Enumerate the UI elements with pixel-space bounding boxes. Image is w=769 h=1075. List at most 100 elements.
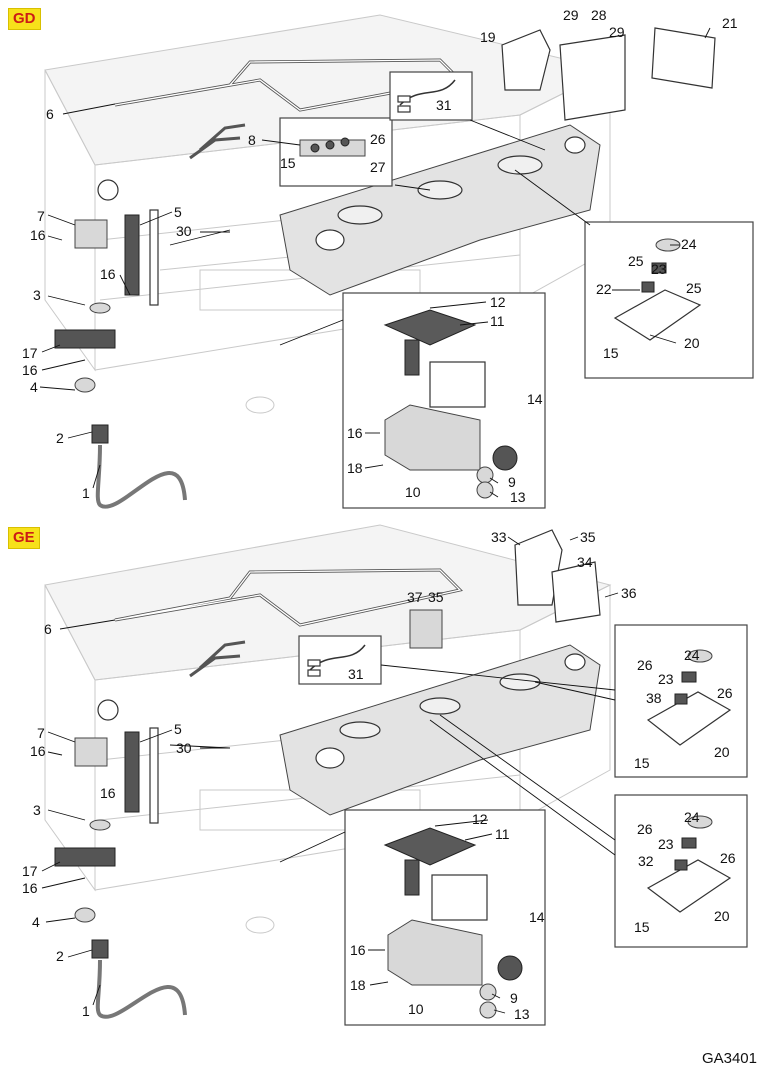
section-ge-drawing: 6 7 16 5 30 16 3 17 16 4 2 1 31 33 35 34… bbox=[22, 524, 748, 1026]
callout-16b: 16 bbox=[100, 785, 116, 801]
callout-6: 6 bbox=[46, 106, 54, 122]
thermostat-assembly-ge bbox=[54, 699, 187, 1019]
callout-17: 17 bbox=[22, 863, 38, 879]
callout-24: 24 bbox=[681, 236, 697, 252]
callout-9: 9 bbox=[510, 990, 518, 1006]
callout-15a: 15 bbox=[634, 755, 650, 771]
callout-12: 12 bbox=[490, 294, 506, 310]
callout-25b: 25 bbox=[686, 280, 702, 296]
callout-31: 31 bbox=[436, 97, 452, 113]
callout-14: 14 bbox=[529, 909, 545, 925]
callout-16d: 16 bbox=[347, 425, 363, 441]
callout-7: 7 bbox=[37, 208, 45, 224]
callout-33: 33 bbox=[491, 529, 507, 545]
callout-7: 7 bbox=[37, 725, 45, 741]
callout-9: 9 bbox=[508, 474, 516, 490]
callout-26b: 26 bbox=[717, 685, 733, 701]
inset-switch-bracket-gd bbox=[584, 221, 754, 379]
inset-cable-31-ge bbox=[298, 635, 382, 685]
inset-switch-bracket-ge-1 bbox=[614, 624, 748, 778]
callout-14: 14 bbox=[527, 391, 543, 407]
callout-3: 3 bbox=[33, 287, 41, 303]
document-code: GA3401 bbox=[701, 1050, 757, 1067]
callout-11: 11 bbox=[495, 826, 510, 842]
callout-31: 31 bbox=[348, 666, 364, 682]
callout-27: 27 bbox=[370, 159, 386, 175]
callout-30: 30 bbox=[176, 223, 192, 239]
inset-switch-bracket-ge-2 bbox=[614, 794, 748, 948]
section-tag-ge: GE bbox=[8, 527, 40, 549]
callout-15b: 15 bbox=[603, 345, 619, 361]
callouts-ge: 6 7 16 5 30 16 3 17 16 4 2 1 31 33 35 34… bbox=[22, 529, 736, 1022]
callout-26c: 26 bbox=[637, 821, 653, 837]
callout-30: 30 bbox=[176, 740, 192, 756]
callout-15: 15 bbox=[280, 155, 296, 171]
callout-4: 4 bbox=[32, 914, 40, 930]
connection-lines-ge bbox=[169, 664, 616, 863]
callout-5: 5 bbox=[174, 204, 182, 220]
callout-24b: 24 bbox=[684, 809, 700, 825]
group-housing-gd bbox=[279, 124, 601, 296]
callout-29a: 29 bbox=[563, 7, 579, 23]
callout-32: 32 bbox=[638, 853, 654, 869]
callout-20a: 20 bbox=[714, 744, 730, 760]
thermostat-assembly-gd bbox=[54, 179, 187, 509]
callout-18: 18 bbox=[350, 977, 366, 993]
callout-23a: 23 bbox=[658, 671, 674, 687]
inset-cable-31-gd bbox=[389, 71, 473, 121]
callout-15b: 15 bbox=[634, 919, 650, 935]
inset-junction-box-ge bbox=[344, 809, 546, 1026]
callout-25a: 25 bbox=[628, 253, 644, 269]
callout-11: 11 bbox=[490, 313, 505, 329]
callout-36: 36 bbox=[621, 585, 637, 601]
callout-1: 1 bbox=[82, 1003, 90, 1019]
callout-3: 3 bbox=[33, 802, 41, 818]
callout-24a: 24 bbox=[684, 647, 700, 663]
callout-10: 10 bbox=[408, 1001, 424, 1017]
connection-lines-gd bbox=[169, 119, 591, 346]
inset-nozzle-block-gd bbox=[279, 117, 393, 187]
callout-21: 21 bbox=[722, 15, 738, 31]
callout-20b: 20 bbox=[714, 908, 730, 924]
callout-16b: 16 bbox=[100, 266, 116, 282]
callout-13: 13 bbox=[510, 489, 526, 505]
heating-element-gd bbox=[114, 58, 464, 160]
callout-18: 18 bbox=[347, 460, 363, 476]
section-gd-drawing: 6 8 15 26 27 31 19 29 28 29 21 7 16 5 30… bbox=[22, 7, 754, 509]
callout-2: 2 bbox=[56, 430, 64, 446]
callout-35a: 35 bbox=[580, 529, 596, 545]
callout-19: 19 bbox=[480, 29, 496, 45]
callout-12: 12 bbox=[472, 811, 488, 827]
group-housing-ge bbox=[279, 644, 601, 816]
callout-29b: 29 bbox=[609, 24, 625, 40]
callout-leaders-gd bbox=[39, 27, 711, 498]
callout-20: 20 bbox=[684, 335, 700, 351]
callout-22: 22 bbox=[596, 281, 612, 297]
section-tag-gd: GD bbox=[8, 8, 41, 30]
callout-37: 37 bbox=[407, 589, 423, 605]
callout-26d: 26 bbox=[720, 850, 736, 866]
callout-16a: 16 bbox=[30, 743, 46, 759]
inset-junction-box-gd bbox=[342, 292, 546, 509]
callout-26a: 26 bbox=[637, 657, 653, 673]
callout-34: 34 bbox=[577, 554, 593, 570]
control-box-33-34-ge bbox=[409, 529, 601, 649]
callouts-gd: 6 8 15 26 27 31 19 29 28 29 21 7 16 5 30… bbox=[22, 7, 738, 505]
callout-2: 2 bbox=[56, 948, 64, 964]
callout-10: 10 bbox=[405, 484, 421, 500]
callout-5: 5 bbox=[174, 721, 182, 737]
callout-38: 38 bbox=[646, 690, 662, 706]
heating-element-ge bbox=[114, 568, 464, 678]
callout-16a: 16 bbox=[30, 227, 46, 243]
callout-16c: 16 bbox=[22, 880, 38, 896]
callout-8: 8 bbox=[248, 132, 256, 148]
callout-6: 6 bbox=[44, 621, 52, 637]
callout-23: 23 bbox=[651, 261, 667, 277]
callout-28: 28 bbox=[591, 7, 607, 23]
callout-23b: 23 bbox=[658, 836, 674, 852]
callout-17: 17 bbox=[22, 345, 38, 361]
callout-16d: 16 bbox=[350, 942, 366, 958]
callout-16c: 16 bbox=[22, 362, 38, 378]
